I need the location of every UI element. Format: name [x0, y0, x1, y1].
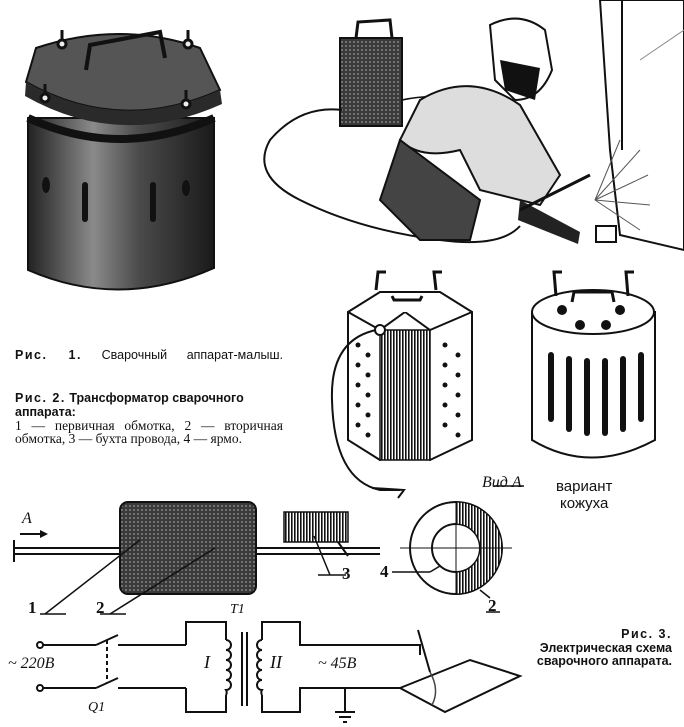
arrow-a-label: A	[22, 510, 32, 527]
welder-scene	[263, 0, 684, 252]
fig3-caption: Рис. 3. Электрическая схема сварочного а…	[532, 627, 672, 669]
fig1-caption-text: Сварочный аппарат-малыш.	[101, 348, 283, 362]
electric-schematic	[36, 621, 523, 723]
view-a-label: Вид А	[482, 474, 522, 491]
fig3-caption-label: Рис. 3.	[621, 627, 672, 641]
fig1-caption-label: Рис. 1.	[15, 348, 82, 362]
voltage-in-label: ~ 220В	[8, 655, 55, 672]
part-2-label: 2	[96, 598, 105, 617]
winding-1-label: I	[204, 652, 210, 672]
casing-variant-label: вариант кожуха	[556, 478, 612, 512]
part-3-label: 3	[342, 564, 351, 583]
winding-2-label: II	[270, 652, 282, 672]
fig2-caption: Рис. 2. Трансформатор сварочного аппарат…	[15, 391, 283, 446]
switch-label: Q1	[88, 700, 106, 715]
casing-variant-line1: вариант	[556, 478, 613, 495]
voltage-out-label: ~ 45В	[318, 655, 357, 672]
transformer-core-drawing	[330, 270, 473, 499]
transformer-side-view	[13, 501, 380, 615]
fig2-caption-label: Рис. 2.	[15, 391, 66, 405]
part-4-label: 4	[380, 562, 389, 581]
part-1-label: 1	[28, 598, 37, 617]
part-2-toroid-label: 2	[488, 596, 497, 615]
fig3-caption-text: Электрическая схема сварочного аппарата.	[536, 640, 672, 668]
transformer-label: T1	[230, 602, 245, 617]
welding-apparatus-drawing	[24, 29, 222, 291]
fig1-caption: Рис. 1. Сварочный аппарат-малыш.	[15, 348, 283, 363]
fig2-caption-title: Трансформатор сварочного аппарата:	[15, 391, 244, 419]
casing-variant-line2: кожуха	[560, 495, 609, 512]
casing-variant-drawing	[531, 270, 656, 459]
toroid-view-a	[392, 485, 524, 613]
fig2-caption-body: 1 — первичная обмотка, 2 — вторичная обм…	[15, 418, 283, 446]
